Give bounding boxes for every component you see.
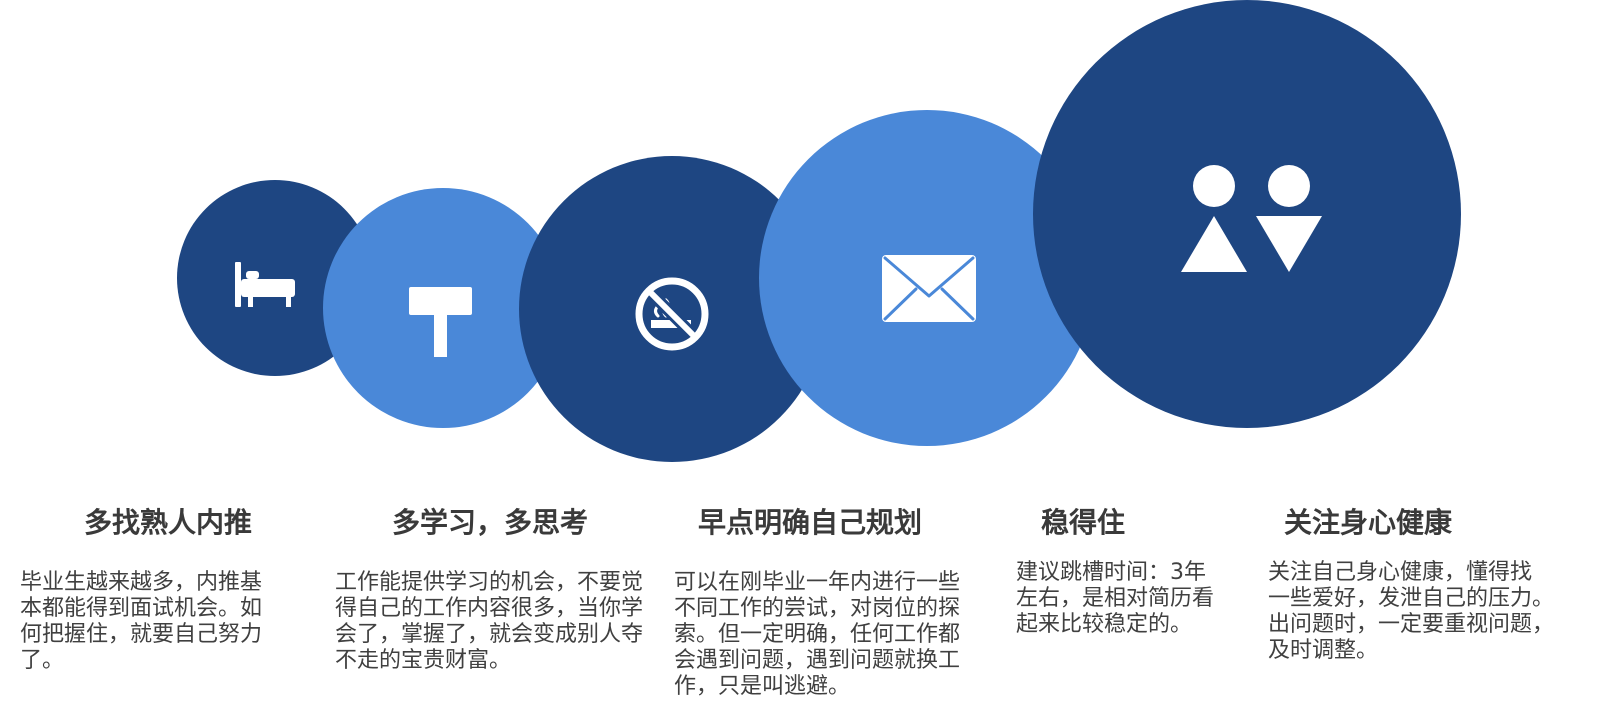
prohibition-ring <box>635 277 709 351</box>
person-body-triangle <box>1256 216 1322 272</box>
bed-mattress <box>241 279 295 297</box>
tip-text-line: 及时调整。 <box>1268 638 1379 663</box>
envelope-fold-line <box>940 287 975 321</box>
tip-heading: 关注身心健康 <box>1283 506 1452 539</box>
tip-text: 工作能提供学习的机会，不要觉 得自己的工作内容很多，当你学 会了，掌握了，就会变… <box>335 570 643 674</box>
bed-leg <box>248 296 253 307</box>
bed-pillow <box>246 271 259 279</box>
tip-text-line: 左右，是相对简历看 <box>1016 586 1215 611</box>
signpost-icon <box>409 287 472 357</box>
envelope-icon <box>882 255 976 322</box>
tip-text-line: 一些爱好，发泄自己的压力。 <box>1268 586 1555 611</box>
envelope-fold-lines <box>883 256 975 321</box>
tip-text: 可以在刚毕业一年内进行一些 不同工作的尝试，对岗位的探 索。但一定明确，任何工作… <box>674 570 960 700</box>
no-smoking-icon <box>635 277 709 351</box>
signpost-board <box>409 287 472 315</box>
tip-heading: 稳得住 <box>1040 506 1125 539</box>
person-head <box>1193 165 1235 207</box>
tip-circle-4 <box>759 110 1095 446</box>
tip-text-line: 出问题时，一定要重视问题， <box>1268 612 1555 637</box>
bed-headboard <box>235 262 241 307</box>
tip-text-line: 会了，掌握了，就会变成别人夺 <box>335 622 644 647</box>
tip-text-line: 不同工作的尝试，对岗位的探 <box>674 596 961 621</box>
circle-disc <box>177 180 373 376</box>
tip-heading: 多找熟人内推 <box>83 506 252 539</box>
bed-icon <box>235 262 295 307</box>
envelope-fold-line <box>883 287 918 321</box>
tip-text-line: 会遇到问题，遇到问题就换工 <box>674 648 961 673</box>
tip-text-line: 建议跳槽时间：3年 <box>1016 560 1206 585</box>
tip-heading: 多学习，多思考 <box>391 506 588 539</box>
tip-text: 建议跳槽时间：3年 左右，是相对简历看 起来比较稳定的。 <box>1016 560 1214 638</box>
tip-circle-5 <box>1033 0 1461 428</box>
cigarette <box>651 320 691 328</box>
tip-text: 关注自己身心健康，懂得找 一些爱好，发泄自己的压力。 出问题时，一定要重视问题，… <box>1268 560 1554 664</box>
circle-disc <box>1033 0 1461 428</box>
restroom-icon <box>1181 165 1322 272</box>
envelope-flap-line <box>883 256 975 298</box>
tip-text-line: 关注自己身心健康，懂得找 <box>1268 560 1533 585</box>
tip-text-line: 本都能得到面试机会。如 <box>20 596 263 621</box>
tip-text-line: 何把握住，就要自己努力 <box>20 622 263 647</box>
tip-text-line: 了。 <box>20 648 65 673</box>
signpost-post <box>434 310 447 357</box>
prohibition-slash <box>646 288 698 340</box>
tip-text: 毕业生越来越多，内推基 本都能得到面试机会。如 何把握住，就要自己努力 了。 <box>20 570 262 674</box>
tip-circle-3 <box>519 156 825 462</box>
circle-chain <box>177 0 1461 462</box>
bed-leg <box>286 296 291 307</box>
tip-text-line: 不走的宝贵财富。 <box>335 648 512 673</box>
tip-circle-2 <box>323 188 563 428</box>
tip-text-line: 作，只是叫逃避。 <box>674 674 851 699</box>
tip-text-line: 可以在刚毕业一年内进行一些 <box>674 570 961 595</box>
tip-text-line: 工作能提供学习的机会，不要觉 <box>335 570 644 595</box>
person-head <box>1268 165 1310 207</box>
tip-text-line: 起来比较稳定的。 <box>1016 612 1193 637</box>
tip-text-line: 得自己的工作内容很多，当你学 <box>335 596 644 621</box>
envelope-body <box>882 255 976 322</box>
tip-circle-1 <box>177 180 373 376</box>
tip-heading: 早点明确自己规划 <box>697 506 922 539</box>
person-body-triangle <box>1181 216 1247 272</box>
tip-text-line: 毕业生越来越多，内推基 <box>20 570 263 595</box>
tip-text-line: 索。但一定明确，任何工作都 <box>674 622 961 647</box>
